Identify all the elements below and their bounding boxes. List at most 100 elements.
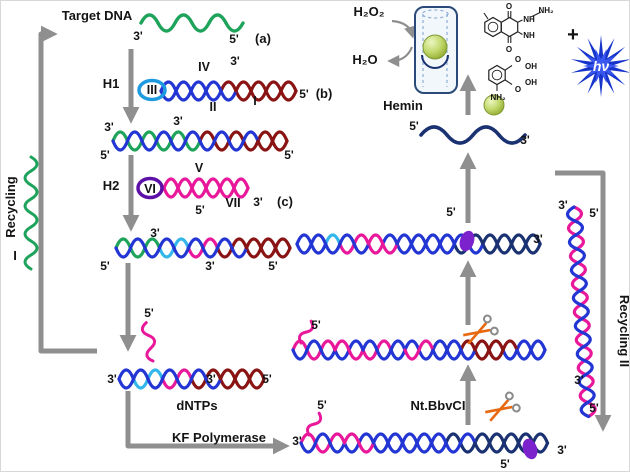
numeral-iii: III — [147, 83, 157, 97]
helix-h2-hairpin — [162, 177, 250, 199]
dna-strand-segment — [352, 233, 371, 246]
dna-strand-segment — [139, 13, 160, 25]
dna-strand-segment — [319, 339, 337, 352]
dna-strand-segment — [381, 233, 399, 246]
dna-strand-segment — [529, 339, 547, 352]
dna-strand-segment — [145, 346, 155, 363]
dna-strand-segment — [309, 233, 328, 246]
hemin-sphere — [483, 94, 505, 116]
dna-strand-segment — [189, 80, 208, 93]
dna-strand-segment — [578, 386, 590, 405]
dna-strand-segment — [495, 242, 514, 255]
dna-strand-segment — [201, 246, 220, 259]
dna-strand-segment — [424, 233, 442, 246]
scissors-handle — [489, 326, 499, 336]
dna-strand-segment — [487, 432, 506, 445]
dna-strand-segment — [190, 177, 208, 190]
dna-strand-segment — [159, 80, 178, 93]
dna-strand-segment — [244, 246, 263, 259]
prime-label: 5' — [500, 457, 510, 471]
prime-label: 3' — [150, 226, 160, 240]
dna-strand-segment — [458, 432, 477, 445]
dna-strand-segment — [576, 359, 588, 377]
prime-label: 3' — [205, 259, 215, 273]
dna-strand-segment — [241, 130, 260, 143]
strand-released-duplex — [565, 205, 597, 419]
starburst-inner — [583, 48, 619, 84]
benzene-ring — [500, 16, 519, 38]
dna-strand-segment — [473, 339, 491, 352]
dna-strand-segment — [445, 348, 463, 361]
target-dna-label: Target DNA — [62, 8, 133, 23]
dna-strand-segment — [23, 197, 33, 215]
prime-label: 5' — [284, 148, 294, 162]
dna-strand-segment — [431, 348, 449, 361]
dna-strand-segment — [207, 13, 228, 25]
dna-strand-segment — [212, 139, 231, 152]
dna-strand-segment — [366, 242, 385, 255]
dna-strand-segment — [241, 139, 260, 152]
dna-strand-segment — [501, 348, 519, 361]
dna-strand-segment — [125, 130, 144, 143]
dna-strand-segment — [459, 339, 477, 352]
dna-strand-segment — [218, 177, 236, 190]
dna-strand-segment — [431, 339, 449, 352]
bond-line — [504, 79, 513, 85]
dna-strand-segment — [509, 233, 528, 246]
dna-strand-segment — [328, 432, 347, 445]
dna-strand-segment — [279, 89, 298, 102]
dna-strand-segment — [232, 177, 250, 190]
dna-strand-segment — [573, 219, 584, 237]
dna-strand-segment — [190, 186, 208, 199]
dna-strand-segment — [572, 205, 584, 223]
dna-strand-segment — [566, 219, 578, 237]
dna-strand-segment — [473, 441, 492, 454]
dna-strand-segment — [585, 386, 596, 405]
dna-strand-segment — [361, 348, 379, 361]
dna-strand-segment — [224, 21, 245, 33]
dna-strand-segment — [304, 319, 315, 334]
strand-g4-sequence — [419, 125, 527, 145]
light-emission-label: hν — [593, 58, 610, 74]
dna-strand-segment — [342, 441, 361, 454]
dna-strand-segment — [140, 321, 150, 337]
dna-strand-segment — [219, 80, 238, 93]
scissors-handle — [482, 314, 492, 324]
dna-strand-segment — [312, 411, 323, 426]
dna-strand-segment — [125, 139, 144, 152]
dna-strand-segment — [429, 441, 448, 454]
h1-loop-oval — [137, 78, 167, 102]
dna-strand-segment — [580, 317, 591, 335]
prime-label: 5' — [268, 259, 278, 273]
dna-strand-segment — [529, 348, 547, 361]
dna-strand-segment — [386, 441, 405, 454]
dna-strand-segment — [481, 233, 499, 246]
dna-strand-segment — [230, 237, 249, 250]
g4-wrap-strand — [421, 54, 449, 69]
dna-strand-segment — [417, 348, 435, 361]
arrow-h2o2-in — [391, 19, 416, 39]
dna-strand-segment — [273, 237, 292, 250]
dna-strand-segment — [154, 139, 173, 152]
dna-strand-segment — [140, 130, 159, 143]
dna-strand-segment — [295, 233, 313, 246]
dna-strand-segment — [324, 242, 342, 255]
dna-strand-segment — [366, 233, 385, 246]
helix-polymerized-duplex — [299, 432, 550, 454]
mol-nh-label: NH — [523, 31, 535, 40]
mol-nh2-label: NH₂ — [490, 93, 506, 102]
dna-strand-segment — [146, 333, 157, 350]
mol-nh2-label: NH₂ — [538, 6, 554, 15]
dna-strand-segment — [174, 89, 193, 102]
dna-strand-segment — [415, 441, 434, 454]
benzene-ring — [484, 16, 502, 38]
dna-helices — [23, 13, 597, 454]
dna-strand-segment — [247, 368, 266, 381]
prime-label: 3' — [520, 133, 530, 147]
prime-label: 3' — [292, 434, 302, 448]
dna-strand-segment — [299, 441, 318, 454]
dna-strand-segment — [459, 348, 477, 361]
dna-strand-segment — [218, 368, 237, 381]
panel-b-label: (b) — [316, 86, 333, 101]
